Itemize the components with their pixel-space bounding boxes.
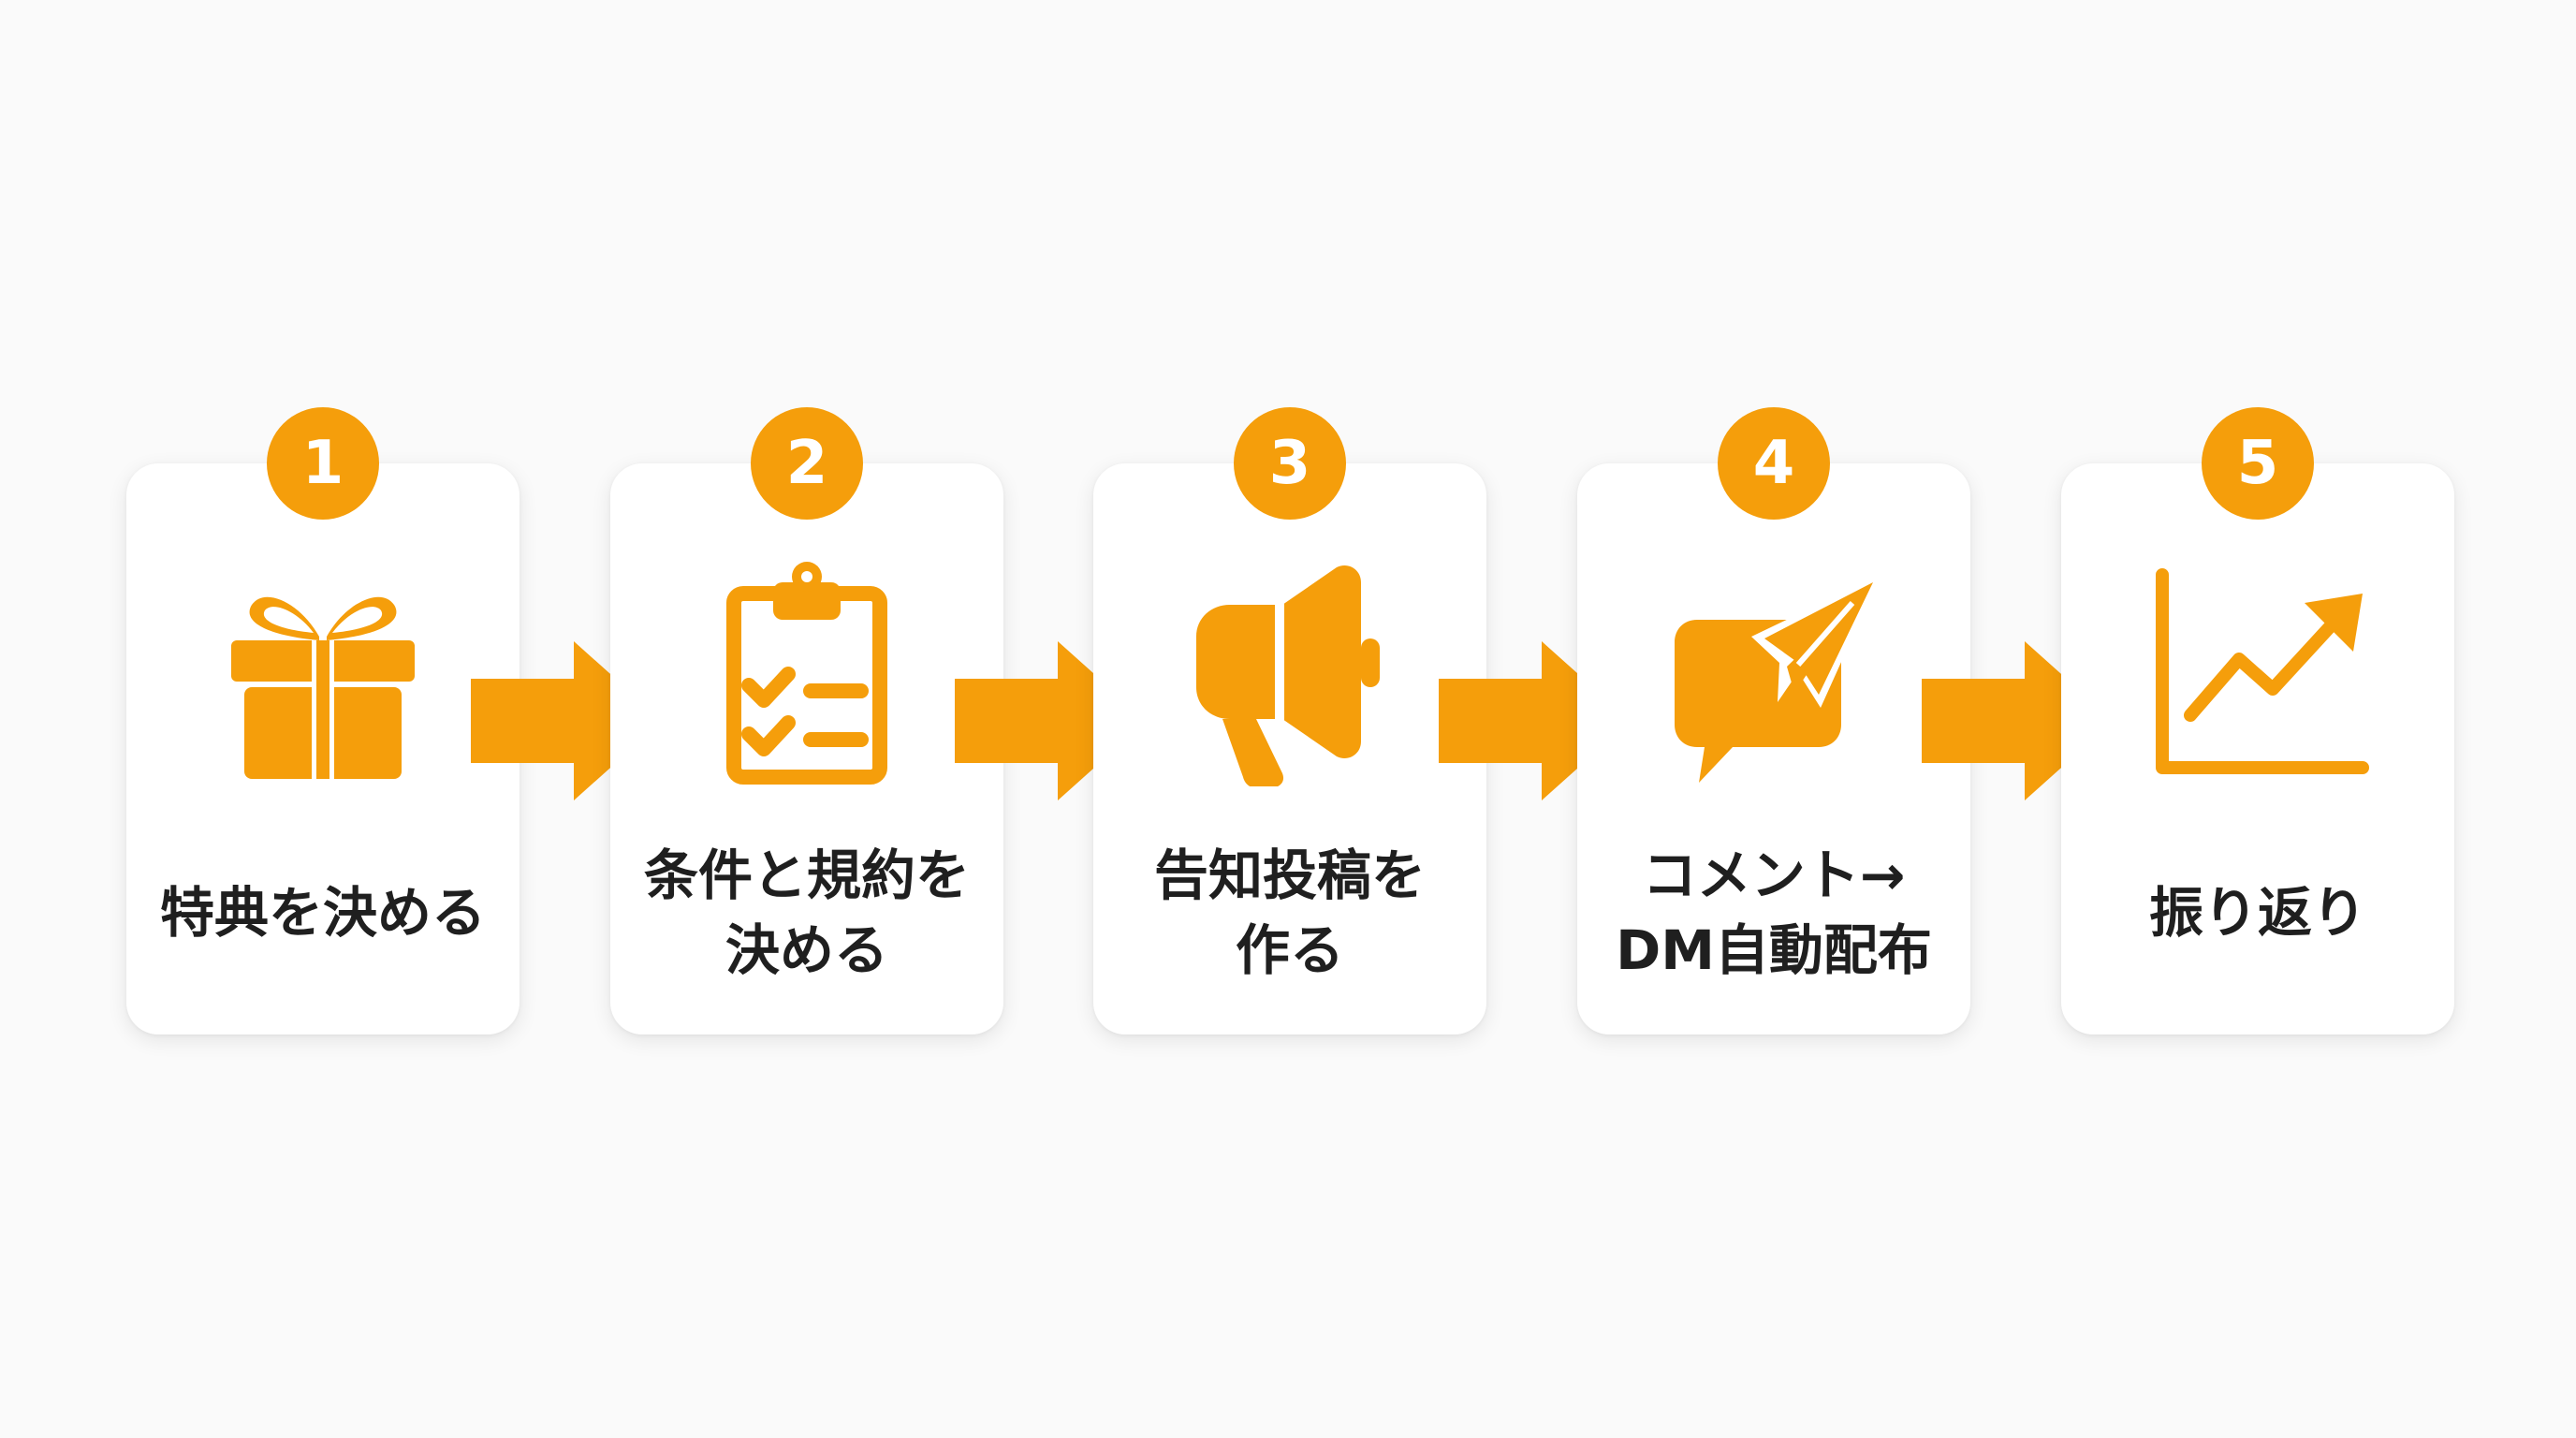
- step-number-badge: 3: [1234, 407, 1346, 520]
- step-number-badge: 5: [2202, 407, 2314, 520]
- step-4: 4 コメント→ DM自動配布: [1577, 407, 1970, 1034]
- step-label-line: コメント→: [1642, 844, 1906, 907]
- step-label-line: 作る: [1235, 918, 1344, 982]
- step-2: 2 条件と規約を 決める: [610, 407, 1003, 1034]
- step-label: 振り返り: [2071, 833, 2445, 992]
- step-label: コメント→ DM自動配布: [1587, 833, 1961, 992]
- step-number-badge: 1: [267, 407, 379, 520]
- step-3: 3 告知投稿を 作る: [1093, 407, 1486, 1034]
- growth-chart-icon: [2145, 562, 2370, 786]
- step-label: 告知投稿を 作る: [1103, 833, 1477, 992]
- step-5: 5 振り返り: [2061, 407, 2454, 1034]
- clipboard-checklist-icon: [695, 562, 919, 786]
- chat-send-icon: [1661, 562, 1886, 786]
- step-label: 特典を決める: [136, 833, 510, 992]
- step-card: [2061, 463, 2454, 1034]
- step-label-line: 特典を決める: [159, 881, 486, 945]
- step-number-badge: 2: [751, 407, 863, 520]
- step-number-badge: 4: [1718, 407, 1830, 520]
- megaphone-icon: [1178, 562, 1402, 786]
- step-1: 1 特典を: [126, 407, 520, 1034]
- step-label-line: DM自動配布: [1616, 918, 1932, 982]
- step-card: [1093, 463, 1486, 1034]
- step-card: [1577, 463, 1970, 1034]
- step-label-line: 振り返り: [2148, 881, 2366, 945]
- step-label-line: 条件と規約を: [643, 844, 970, 907]
- gift-icon: [211, 562, 435, 786]
- step-card: [610, 463, 1003, 1034]
- step-label: 条件と規約を 決める: [620, 833, 994, 992]
- step-label-line: 告知投稿を: [1153, 844, 1426, 907]
- step-label-line: 決める: [724, 918, 888, 982]
